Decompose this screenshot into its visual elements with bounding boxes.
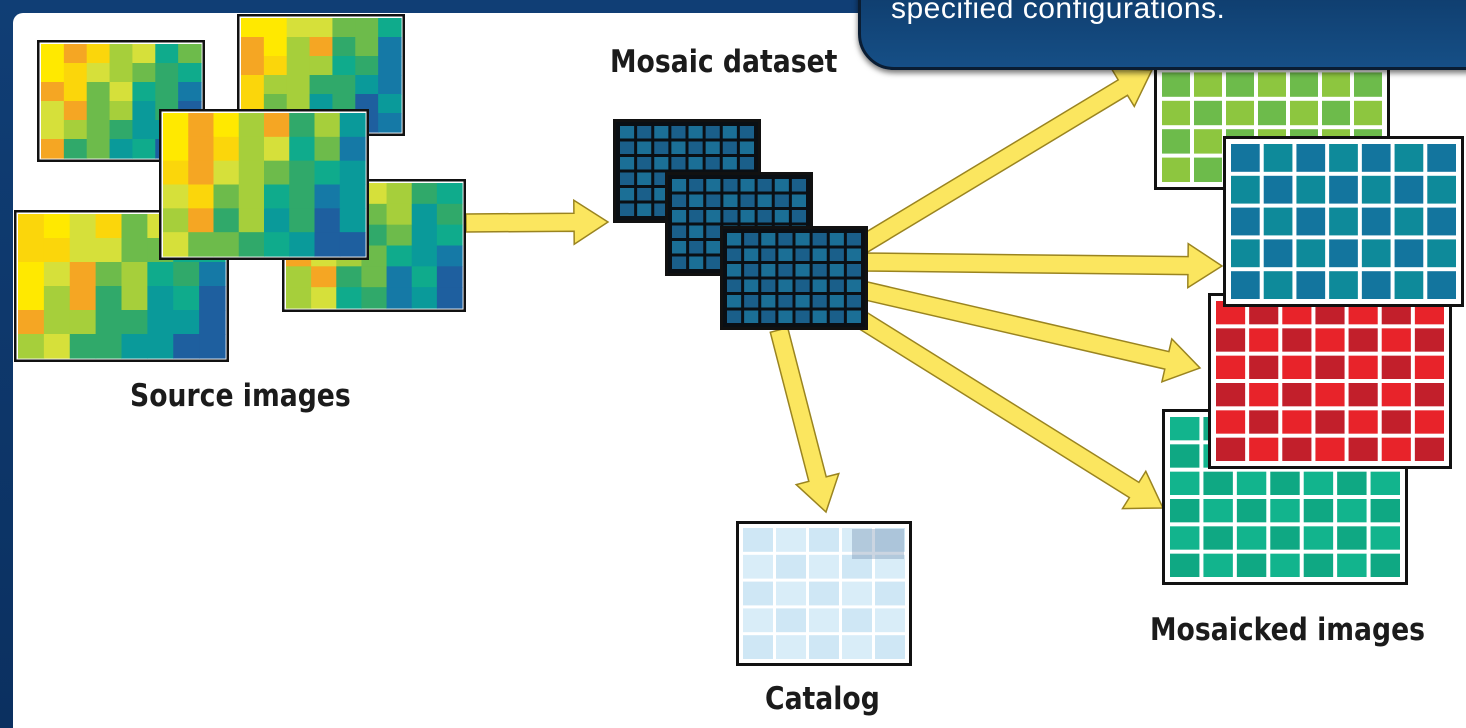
arrow-sources-to-mosaic: [465, 198, 610, 246]
arrow-mosaic-to-red-output: [859, 280, 1202, 383]
arrow-mosaic-to-teal-output: [856, 311, 1165, 510]
arrows-layer: [465, 67, 1224, 514]
mosaic-dataset-layer-3: [720, 226, 868, 330]
callout-box: specified configurations.: [858, 0, 1466, 70]
mosaicked-images-label: Mosaicked images: [1150, 612, 1426, 648]
callout-text: specified configurations.: [891, 0, 1226, 25]
tiles-layer: [14, 14, 1464, 666]
source-images-label: Source images: [130, 378, 351, 414]
arrow-mosaic-to-catalog: [769, 326, 840, 514]
mosaic-dataset-label: Mosaic dataset: [610, 44, 838, 80]
mosaicked-output-red: [1208, 293, 1452, 469]
arrow-mosaic-to-blue-output: [861, 242, 1224, 289]
catalog-table: [736, 521, 912, 666]
source-image-5: [159, 109, 369, 260]
mosaicked-output-blue: [1223, 136, 1464, 307]
arrow-mosaic-to-green-output: [856, 67, 1154, 254]
catalog-label: Catalog: [765, 681, 880, 717]
